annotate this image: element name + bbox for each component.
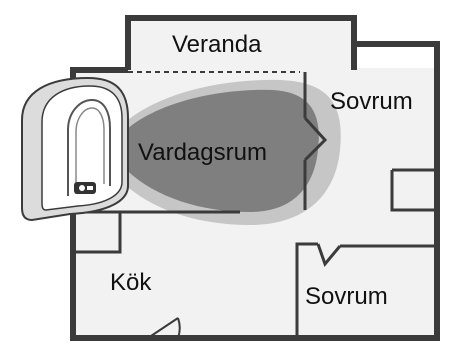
room-label-bedroom-top: Sovrum [330,88,413,115]
room-label-veranda: Veranda [172,31,262,58]
heat-pump-unit [21,76,129,222]
room-label-kitchen: Kök [110,269,152,296]
walls [70,15,440,341]
room-label-living-room: Vardagsrum [138,139,267,166]
airflow-inner-zone [110,89,319,212]
veranda-floor [128,18,354,70]
brand-logo-icon [74,182,96,194]
room-label-bedroom-bottom: Sovrum [305,283,388,310]
